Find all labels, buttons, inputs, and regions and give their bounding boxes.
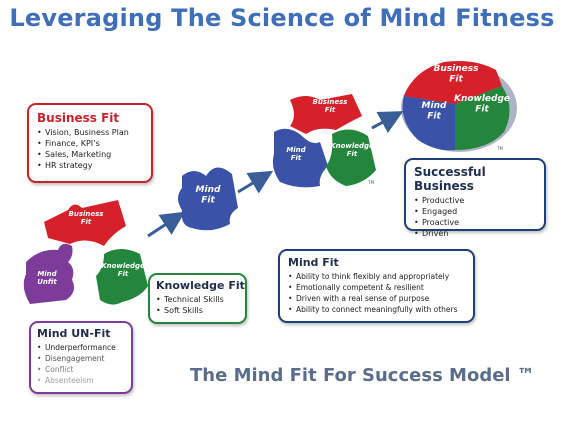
list-item: Soft Skills [156, 305, 245, 316]
business-fit-card: Business Fit Vision, Business Plan Finan… [27, 103, 153, 183]
stage4-mind-segment [402, 96, 455, 151]
mind-fit-card: Mind Fit Ability to think flexibly and a… [278, 249, 475, 323]
piece-label-line: Business [69, 210, 104, 218]
piece-label-line: Fit [475, 104, 489, 114]
list-item: Vision, Business Plan [37, 127, 151, 138]
piece-label-line: Knowledge [454, 94, 510, 104]
stage3-mind-piece [272, 128, 328, 188]
arrow-1 [147, 211, 186, 238]
mind-fit-title: Mind Fit [288, 256, 339, 269]
page-title: Leveraging The Science of Mind Fitness [9, 4, 555, 32]
model-caption: The Mind Fit For Success Model ™ [190, 365, 535, 386]
stage3-knowledge-piece [326, 129, 376, 186]
stage1-knowledge-piece [96, 249, 148, 305]
list-item: Finance, KPI’s [37, 138, 151, 149]
stage4-trademark: TM [496, 146, 503, 151]
piece-label-line: Knowledge [101, 262, 145, 270]
list-item: Proactive [414, 217, 544, 228]
stage4-business-segment [404, 61, 502, 104]
list-item: Driven with a real sense of purpose [288, 293, 473, 304]
successful-business-title: Successful Business [414, 165, 486, 193]
list-item: Ability to connect meaningfully with oth… [288, 304, 473, 315]
successful-business-list: Productive Engaged Proactive Driven [414, 195, 544, 239]
piece-label-line: Fit [449, 74, 463, 84]
list-item: Technical Skills [156, 294, 245, 305]
list-item: Driven [414, 228, 544, 239]
piece-label-line: Fit [118, 270, 129, 278]
piece-label-line: Unfit [37, 278, 57, 286]
list-item: Productive [414, 195, 544, 206]
list-item: HR strategy [37, 160, 151, 171]
piece-label-line: Business [434, 64, 480, 74]
list-item: Emotionally competent & resilient [288, 282, 473, 293]
stage1-business-piece [44, 200, 126, 246]
stage4-knowledge-segment [455, 86, 510, 150]
list-item: Conflict [37, 364, 131, 375]
list-item: Engaged [414, 206, 544, 217]
arrow-2 [237, 170, 274, 194]
business-fit-title: Business Fit [37, 111, 120, 125]
mind-unfit-list: Underperformance Disengagement Conflict … [37, 342, 131, 386]
stage1-mind-piece [23, 243, 74, 304]
mind-unfit-title: Mind UN-Fit [37, 327, 111, 340]
list-item: Sales, Marketing [37, 149, 151, 160]
mind-unfit-card: Mind UN-Fit Underperformance Disengageme… [29, 321, 133, 394]
piece-label-line: Fit [291, 154, 302, 162]
list-item: Ability to think flexibly and appropriat… [288, 271, 473, 282]
knowledge-fit-list: Technical Skills Soft Skills [156, 294, 245, 316]
business-fit-list: Vision, Business Plan Finance, KPI’s Sal… [37, 127, 151, 171]
piece-label-line: Fit [201, 195, 215, 205]
piece-label-line: Mind [286, 146, 306, 154]
piece-label-line: Fit [427, 111, 441, 121]
stage3-business-piece [290, 94, 362, 134]
knowledge-fit-title: Knowledge Fit [156, 279, 245, 292]
piece-label-line: Fit [81, 218, 92, 226]
knowledge-fit-card: Knowledge Fit Technical Skills Soft Skil… [148, 273, 247, 324]
list-item: Absenteeism [37, 375, 131, 386]
piece-label-line: Business [313, 98, 348, 106]
piece-label-line: Fit [325, 106, 336, 114]
piece-label-line: Mind [37, 270, 57, 278]
piece-label-line: Fit [347, 150, 358, 158]
stage3-trademark: TM [367, 180, 374, 185]
stage2-mind-piece [178, 167, 238, 231]
list-item: Disengagement [37, 353, 131, 364]
successful-business-card: Successful Business Productive Engaged P… [404, 158, 546, 239]
list-item: Underperformance [37, 342, 131, 353]
piece-label-line: Mind [196, 185, 221, 195]
piece-label-line: Knowledge [330, 142, 374, 150]
arrow-3 [371, 111, 404, 134]
mind-fit-list: Ability to think flexibly and appropriat… [288, 271, 473, 315]
piece-label-line: Mind [422, 101, 447, 111]
